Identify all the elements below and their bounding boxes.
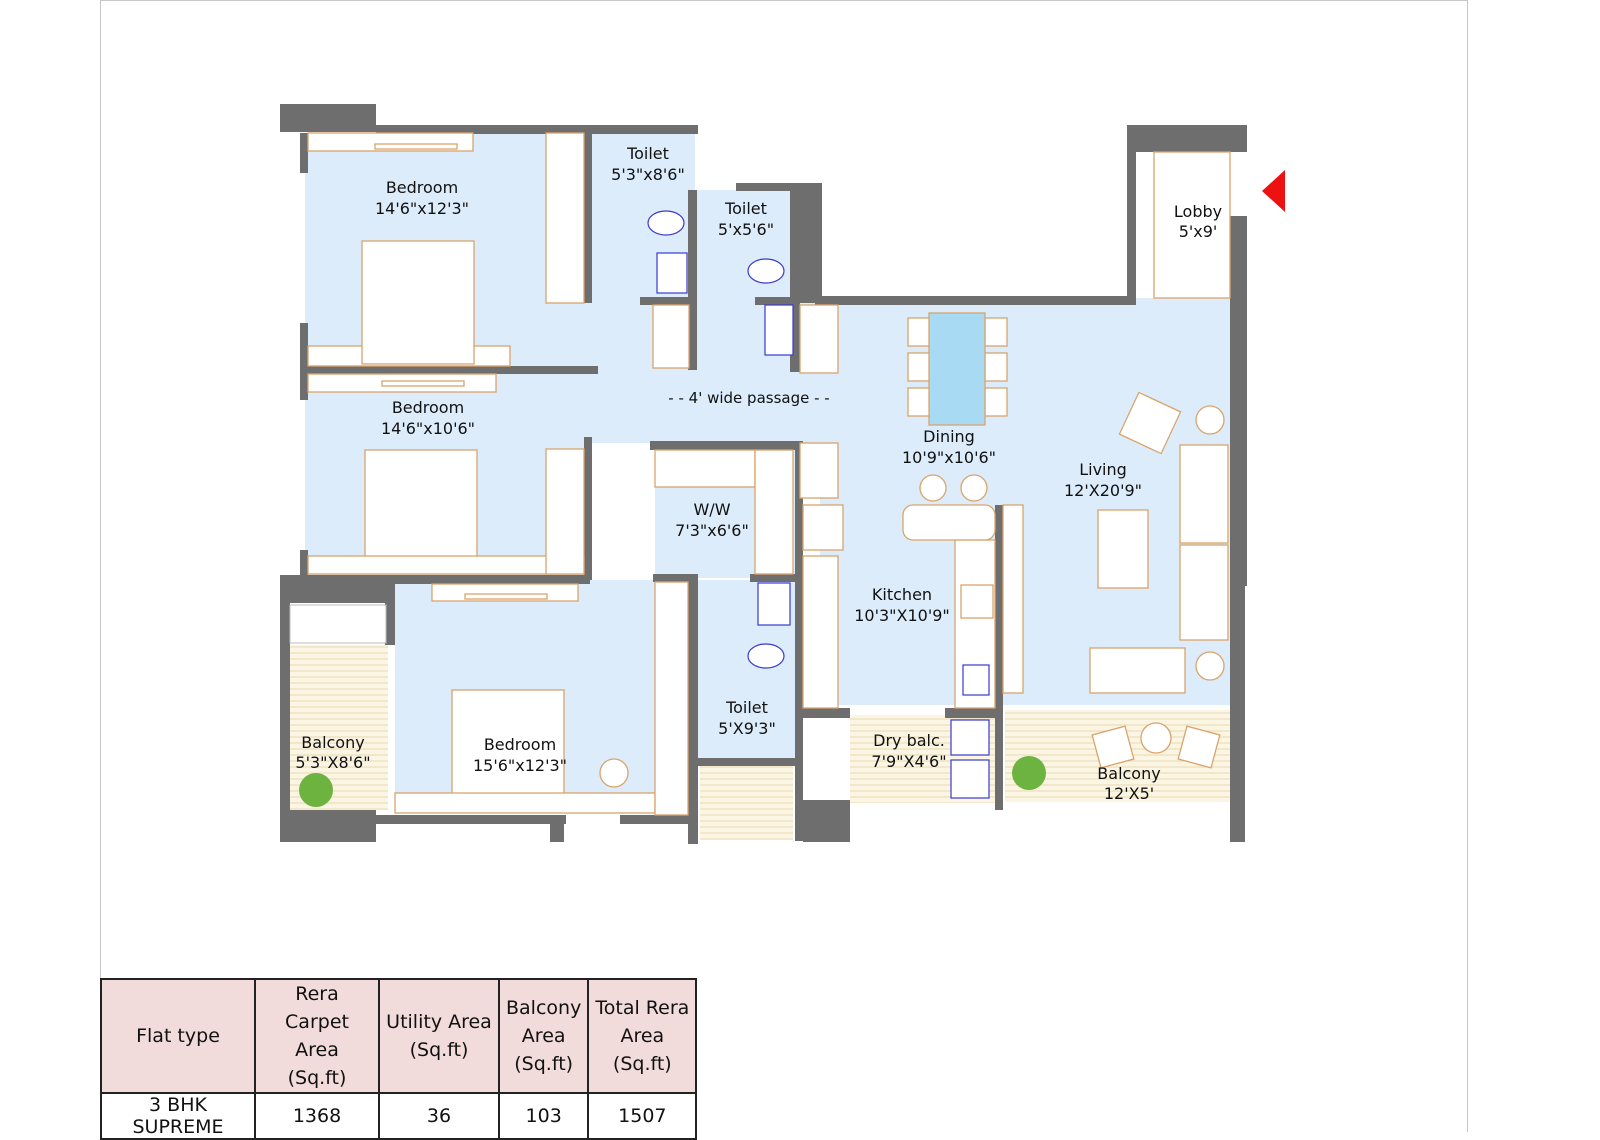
floor-plan: Bedroom 14'6"x12'3" Bedroom 14'6"x10'6" … <box>280 104 1285 844</box>
room-size-bedroom1: 14'6"x12'3" <box>375 199 469 218</box>
floor-areas <box>305 133 1230 795</box>
page-border-top <box>100 0 1468 1</box>
room-name-kitchen: Kitchen <box>872 585 932 604</box>
room-name-bedroom1: Bedroom <box>386 178 458 197</box>
header-flat-type: Flat type <box>100 978 256 1094</box>
page-border-left <box>100 0 101 1132</box>
cell-rera-carpet-area: 1368 <box>254 1092 380 1140</box>
room-name-toilet2: Toilet <box>724 199 767 218</box>
room-name-bedroom2: Bedroom <box>392 398 464 417</box>
room-name-ww: W/W <box>693 500 730 519</box>
room-size-toilet2: 5'x5'6" <box>718 220 774 239</box>
room-name-toilet3: Toilet <box>725 698 768 717</box>
cell-total-rera-area: 1507 <box>587 1092 698 1140</box>
plant-icon <box>1012 756 1046 790</box>
furniture <box>289 132 1231 816</box>
room-size-dry-balcony: 7'9"X4'6" <box>871 752 946 771</box>
table-row: 3 BHK SUPREME 1368 36 103 1507 <box>100 1092 698 1140</box>
room-size-bedroom2: 14'6"x10'6" <box>381 419 475 438</box>
room-size-living: 12'X20'9" <box>1064 481 1142 500</box>
page-border-right <box>1467 0 1468 1132</box>
room-size-toilet3: 5'X9'3" <box>718 719 776 738</box>
entrance-arrow-icon <box>1262 170 1285 212</box>
cell-utility-area: 36 <box>378 1092 500 1140</box>
cell-flat-type: 3 BHK SUPREME <box>100 1092 256 1140</box>
room-size-toilet1: 5'3"x8'6" <box>611 165 685 184</box>
room-name-bedroom3: Bedroom <box>484 735 556 754</box>
room-name-balcony1: Balcony <box>301 733 364 752</box>
passage-label: - - 4' wide passage - - <box>668 389 829 407</box>
room-name-dining: Dining <box>923 427 975 446</box>
room-size-ww: 7'3"x6'6" <box>675 521 749 540</box>
room-name-lobby: Lobby <box>1174 202 1222 221</box>
room-name-dry-balcony: Dry balc. <box>873 731 945 750</box>
room-size-kitchen: 10'3"X10'9" <box>854 606 950 625</box>
room-size-dining: 10'9"x10'6" <box>902 448 996 467</box>
room-name-balcony2: Balcony <box>1097 764 1160 783</box>
room-size-balcony1: 5'3"X8'6" <box>295 753 370 772</box>
room-size-bedroom3: 15'6"x12'3" <box>473 756 567 775</box>
room-size-lobby: 5'x9' <box>1179 222 1218 241</box>
room-size-balcony2: 12'X5' <box>1104 784 1154 803</box>
plant-icon <box>299 773 333 807</box>
cell-balcony-area: 103 <box>497 1092 590 1140</box>
walls <box>280 104 1247 844</box>
room-name-living: Living <box>1079 460 1127 479</box>
header-utility-area: Utility Area(Sq.ft) <box>378 978 500 1094</box>
room-name-toilet1: Toilet <box>626 144 669 163</box>
